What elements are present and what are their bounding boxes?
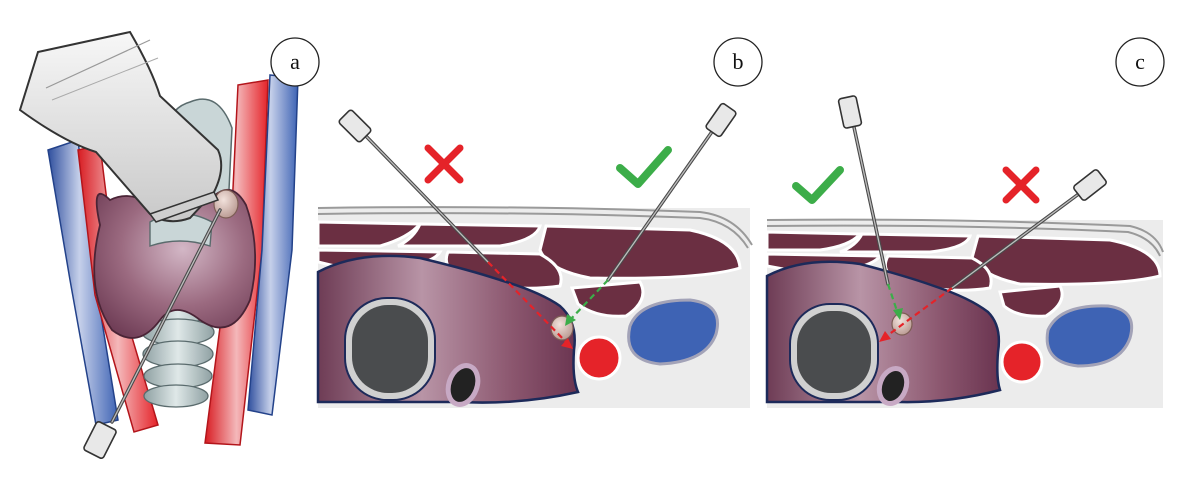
needle-wrong-trajectory-c bbox=[879, 169, 1107, 342]
correct-path-dashed-c bbox=[886, 283, 900, 315]
wrong-path-arrowhead bbox=[561, 338, 573, 349]
panel-b: b bbox=[316, 37, 763, 408]
panel-label-c: c bbox=[1115, 37, 1165, 87]
correct-path-arrowhead-c bbox=[893, 308, 903, 320]
panel-label-b: b bbox=[713, 37, 763, 87]
jugular-vein bbox=[627, 298, 719, 366]
correct-path-arrowhead bbox=[565, 314, 576, 326]
panel-label-b-text: b bbox=[733, 49, 744, 74]
cross-icon bbox=[424, 144, 464, 184]
panel-label-a: a bbox=[270, 37, 320, 87]
needle-correct-trajectory-c bbox=[837, 95, 903, 320]
needle-hub bbox=[83, 420, 117, 460]
check-icon bbox=[616, 146, 672, 188]
ultrasound-probe bbox=[18, 30, 223, 223]
carotid-artery bbox=[576, 335, 622, 381]
needle-panel-a bbox=[83, 208, 222, 460]
needle-wrong-trajectory bbox=[338, 109, 573, 349]
panel-label-a-text: a bbox=[290, 49, 300, 74]
needle-correct-trajectory bbox=[565, 102, 737, 326]
cross-icon-c bbox=[1002, 166, 1040, 204]
wrong-path-dashed-c bbox=[883, 287, 953, 339]
panel-a: a bbox=[18, 30, 320, 460]
panel-label-c-text: c bbox=[1135, 49, 1145, 74]
carotid-artery-c bbox=[1000, 340, 1044, 384]
wrong-path-arrowhead-c bbox=[879, 331, 891, 342]
check-icon-c bbox=[792, 166, 844, 204]
panel-c: c bbox=[765, 37, 1165, 408]
strap-muscles-c bbox=[765, 230, 1162, 318]
jugular-vein-c bbox=[1045, 304, 1134, 368]
esophagus bbox=[445, 363, 481, 407]
esophagus-c bbox=[876, 366, 910, 406]
